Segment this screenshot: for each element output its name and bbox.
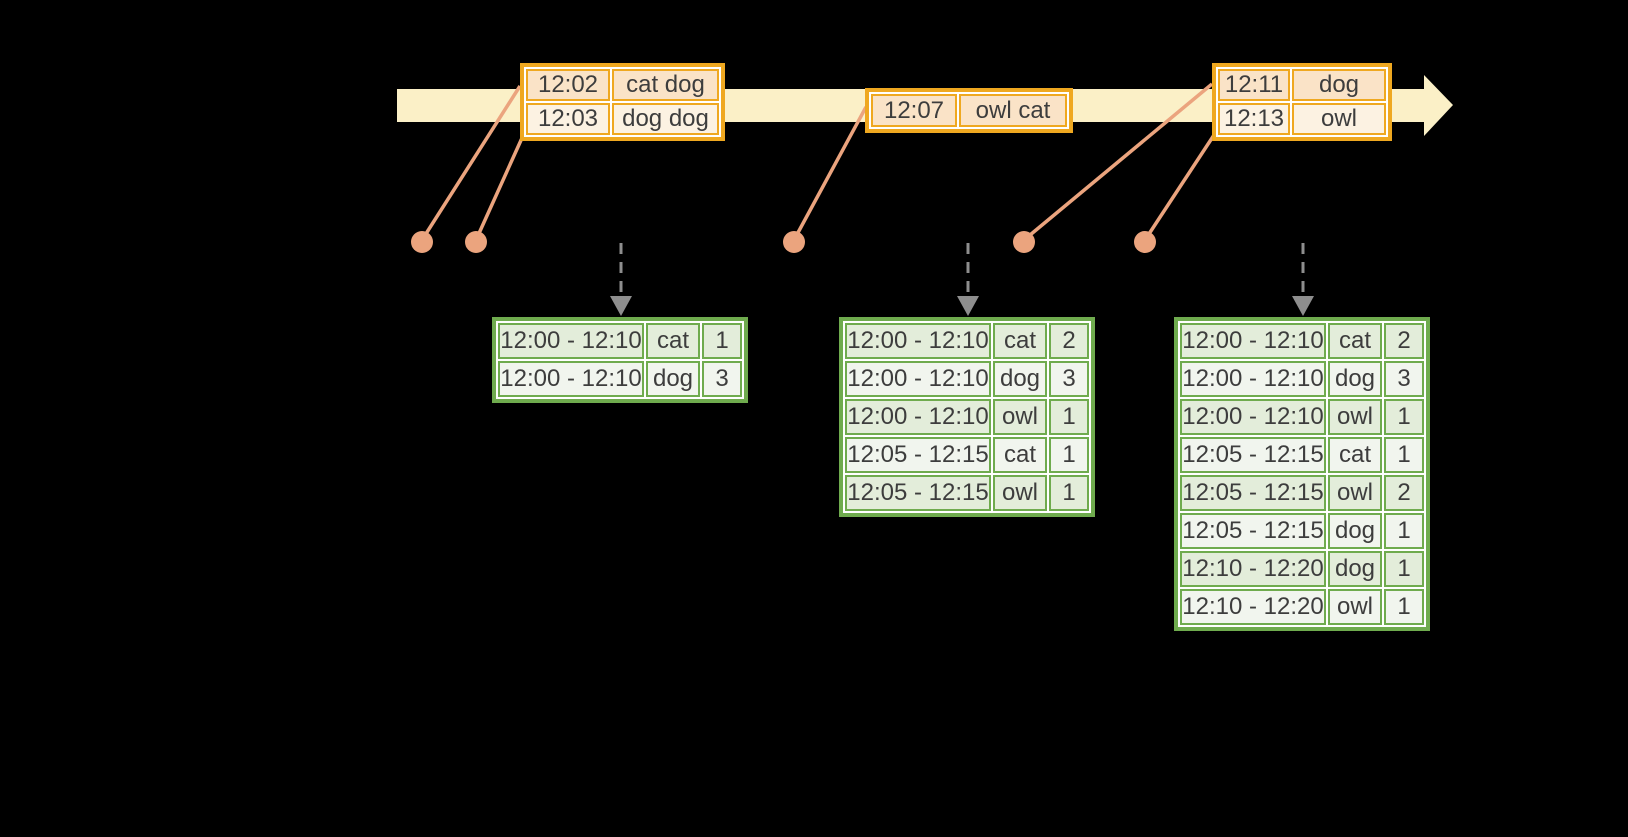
window-cell: 12:05 - 12:15 bbox=[845, 437, 991, 473]
count-cell: 2 bbox=[1384, 475, 1424, 511]
table-row: 12:10 - 12:20 owl 1 bbox=[1180, 589, 1424, 625]
window-cell: 12:05 - 12:15 bbox=[1180, 513, 1326, 549]
event-words-cell: dog bbox=[1292, 69, 1386, 101]
word-cell: owl bbox=[993, 475, 1047, 511]
table-row: 12:05 - 12:15 owl 1 bbox=[845, 475, 1089, 511]
table-row: 12:05 - 12:15 owl 2 bbox=[1180, 475, 1424, 511]
trigger-arrowhead-icon bbox=[957, 296, 979, 316]
word-cell: dog bbox=[1328, 361, 1382, 397]
word-cell: owl bbox=[1328, 475, 1382, 511]
word-cell: cat bbox=[993, 323, 1047, 359]
trigger-arrowhead-icon bbox=[610, 296, 632, 316]
word-cell: owl bbox=[1328, 589, 1382, 625]
window-cell: 12:00 - 12:10 bbox=[1180, 361, 1326, 397]
result-table-1: 12:00 - 12:10 cat 1 12:00 - 12:10 dog 3 bbox=[492, 317, 748, 403]
connector-line bbox=[474, 137, 524, 241]
event-box-1: 12:02 cat dog 12:03 dog dog bbox=[520, 63, 725, 141]
event-row: 12:03 dog dog bbox=[526, 103, 719, 135]
event-time-cell: 12:11 bbox=[1218, 69, 1290, 101]
event-marker-dot bbox=[465, 231, 487, 253]
window-cell: 12:10 - 12:20 bbox=[1180, 551, 1326, 587]
count-cell: 1 bbox=[1384, 399, 1424, 435]
event-words-cell: owl cat bbox=[959, 94, 1067, 127]
count-cell: 3 bbox=[702, 361, 742, 397]
window-cell: 12:00 - 12:10 bbox=[1180, 399, 1326, 435]
word-cell: owl bbox=[993, 399, 1047, 435]
event-marker-dot bbox=[783, 231, 805, 253]
connector-line bbox=[1143, 134, 1216, 241]
table-row: 12:05 - 12:15 cat 1 bbox=[845, 437, 1089, 473]
window-cell: 12:00 - 12:10 bbox=[845, 361, 991, 397]
table-row: 12:00 - 12:10 dog 3 bbox=[1180, 361, 1424, 397]
table-row: 12:05 - 12:15 cat 1 bbox=[1180, 437, 1424, 473]
result-table-2: 12:00 - 12:10 cat 2 12:00 - 12:10 dog 3 … bbox=[839, 317, 1095, 517]
count-cell: 1 bbox=[1384, 589, 1424, 625]
word-cell: cat bbox=[1328, 437, 1382, 473]
window-cell: 12:00 - 12:10 bbox=[845, 399, 991, 435]
result-table-3: 12:00 - 12:10 cat 2 12:00 - 12:10 dog 3 … bbox=[1174, 317, 1430, 631]
event-row: 12:13 owl bbox=[1218, 103, 1386, 135]
count-cell: 1 bbox=[1049, 437, 1089, 473]
table-row: 12:00 - 12:10 cat 1 bbox=[498, 323, 742, 359]
event-marker-dot bbox=[1134, 231, 1156, 253]
count-cell: 2 bbox=[1384, 323, 1424, 359]
count-cell: 1 bbox=[1384, 513, 1424, 549]
count-cell: 1 bbox=[702, 323, 742, 359]
window-cell: 12:00 - 12:10 bbox=[498, 323, 644, 359]
word-cell: cat bbox=[993, 437, 1047, 473]
window-cell: 12:05 - 12:15 bbox=[1180, 475, 1326, 511]
event-time-cell: 12:03 bbox=[526, 103, 610, 135]
event-time-cell: 12:02 bbox=[526, 69, 610, 101]
count-cell: 3 bbox=[1384, 361, 1424, 397]
event-box-3: 12:11 dog 12:13 owl bbox=[1212, 63, 1392, 141]
event-row: 12:07 owl cat bbox=[871, 94, 1067, 127]
connector-line bbox=[1022, 82, 1214, 242]
table-row: 12:00 - 12:10 owl 1 bbox=[1180, 399, 1424, 435]
table-row: 12:10 - 12:20 dog 1 bbox=[1180, 551, 1424, 587]
event-row: 12:02 cat dog bbox=[526, 69, 719, 101]
connector-line bbox=[792, 106, 868, 241]
window-cell: 12:00 - 12:10 bbox=[845, 323, 991, 359]
window-cell: 12:00 - 12:10 bbox=[1180, 323, 1326, 359]
table-row: 12:05 - 12:15 dog 1 bbox=[1180, 513, 1424, 549]
word-cell: owl bbox=[1328, 399, 1382, 435]
count-cell: 1 bbox=[1384, 437, 1424, 473]
word-cell: cat bbox=[1328, 323, 1382, 359]
event-box-2: 12:07 owl cat bbox=[865, 88, 1073, 133]
count-cell: 1 bbox=[1049, 399, 1089, 435]
count-cell: 3 bbox=[1049, 361, 1089, 397]
window-cell: 12:05 - 12:15 bbox=[845, 475, 991, 511]
window-cell: 12:00 - 12:10 bbox=[498, 361, 644, 397]
event-time-cell: 12:07 bbox=[871, 94, 957, 127]
count-cell: 1 bbox=[1049, 475, 1089, 511]
word-cell: dog bbox=[1328, 551, 1382, 587]
event-words-cell: dog dog bbox=[612, 103, 719, 135]
count-cell: 2 bbox=[1049, 323, 1089, 359]
table-row: 12:00 - 12:10 cat 2 bbox=[1180, 323, 1424, 359]
event-marker-dot bbox=[1013, 231, 1035, 253]
table-row: 12:00 - 12:10 dog 3 bbox=[498, 361, 742, 397]
trigger-arrowhead-icon bbox=[1292, 296, 1314, 316]
table-row: 12:00 - 12:10 owl 1 bbox=[845, 399, 1089, 435]
table-row: 12:00 - 12:10 cat 2 bbox=[845, 323, 1089, 359]
event-marker-dot bbox=[411, 231, 433, 253]
window-cell: 12:05 - 12:15 bbox=[1180, 437, 1326, 473]
count-cell: 1 bbox=[1384, 551, 1424, 587]
event-time-cell: 12:13 bbox=[1218, 103, 1290, 135]
event-words-cell: owl bbox=[1292, 103, 1386, 135]
connector-line bbox=[420, 85, 522, 241]
word-cell: cat bbox=[646, 323, 700, 359]
event-row: 12:11 dog bbox=[1218, 69, 1386, 101]
word-cell: dog bbox=[646, 361, 700, 397]
word-cell: dog bbox=[993, 361, 1047, 397]
table-row: 12:00 - 12:10 dog 3 bbox=[845, 361, 1089, 397]
window-cell: 12:10 - 12:20 bbox=[1180, 589, 1326, 625]
event-words-cell: cat dog bbox=[612, 69, 719, 101]
timeline-arrowhead-icon bbox=[1424, 75, 1453, 136]
word-cell: dog bbox=[1328, 513, 1382, 549]
